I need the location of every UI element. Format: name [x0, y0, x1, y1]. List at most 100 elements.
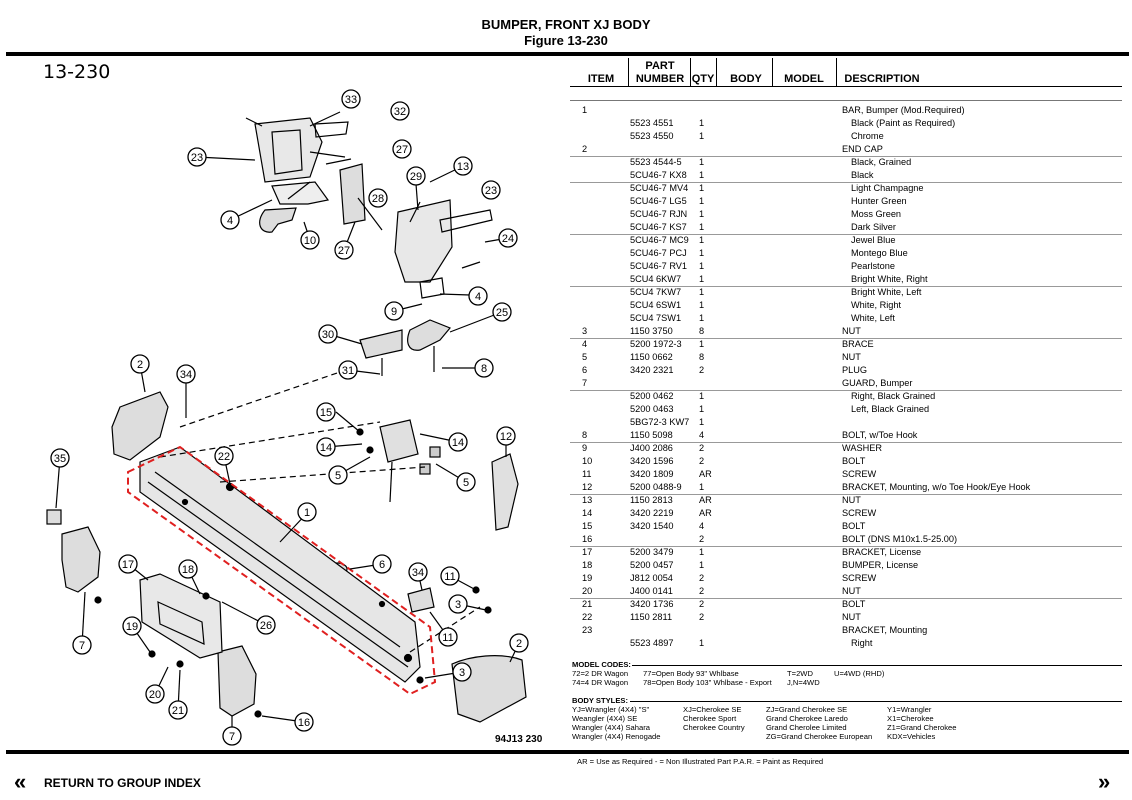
cell-part: 5523 4550	[630, 131, 674, 141]
cell-item: 23	[582, 625, 593, 635]
svg-text:4: 4	[475, 291, 481, 303]
cell-part: 3420 1596	[630, 456, 674, 466]
cell-qty: 2	[699, 573, 705, 583]
cell-part: J812 0054	[630, 573, 673, 583]
cell-part: 3420 1540	[630, 521, 674, 531]
cell-desc: Moss Green	[851, 209, 902, 219]
svg-text:28: 28	[372, 193, 384, 205]
cell-item: 15	[582, 521, 593, 531]
cell-qty: 1	[699, 300, 705, 310]
cell-qty: 1	[699, 183, 705, 193]
double-chevron-left-icon[interactable]: «	[14, 769, 27, 794]
cell-qty: AR	[699, 469, 712, 479]
cell-qty: 1	[699, 560, 705, 570]
cell-qty: 8	[699, 326, 705, 336]
cell-desc: SCREW	[842, 508, 877, 518]
cell-desc: Montego Blue	[851, 248, 908, 258]
cell-desc: NUT	[842, 586, 861, 596]
cell-part: 5CU46-7 KS7	[630, 222, 687, 232]
model-codes-text: 78=Open Body 103" Whlbase - Export	[643, 678, 772, 687]
cell-desc: White, Left	[851, 313, 895, 323]
cell-part: 5CU4 6SW1	[630, 300, 682, 310]
svg-text:24: 24	[502, 233, 514, 245]
cell-part: 1150 2813	[630, 495, 673, 505]
svg-text:5: 5	[335, 470, 341, 482]
cell-part: 5200 1972-3	[630, 339, 682, 349]
cell-desc: NUT	[842, 326, 861, 336]
body-styles-text: Cherokee Country	[683, 723, 745, 732]
cell-item: 13	[582, 495, 593, 505]
cell-desc: Black	[851, 170, 874, 180]
callout-6: 6	[372, 554, 392, 574]
cell-desc: BOLT, w/Toe Hook	[842, 430, 918, 440]
cell-item: 3	[582, 326, 588, 336]
col-part-line2: NUMBER	[635, 73, 685, 85]
cell-part: 5CU4 6KW7	[630, 274, 682, 284]
cell-qty: 8	[699, 352, 705, 362]
cell-qty: 1	[699, 417, 705, 427]
svg-text:10: 10	[304, 235, 316, 247]
figure-title: Figure 13-230	[524, 33, 608, 48]
model-codes-text: 77=Open Body 93" Whlbase	[643, 669, 739, 678]
cell-part: 5CU46-7 MV4	[630, 183, 689, 193]
figure-number: 13-230	[43, 61, 111, 83]
callout-14: 14	[448, 432, 468, 452]
cell-item: 19	[582, 573, 593, 583]
cell-desc: NUT	[842, 352, 861, 362]
body-styles-text: Wrangler (4X4) Renogade	[572, 732, 661, 741]
return-to-group-index-link[interactable]: RETURN TO GROUP INDEX	[44, 776, 201, 790]
cell-item: 6	[582, 365, 588, 375]
callout-17: 17	[118, 554, 138, 574]
callout-29: 29	[406, 166, 426, 186]
body-styles-text: ZJ=Grand Cherokee SE	[766, 705, 848, 714]
cell-qty: 1	[699, 261, 705, 271]
svg-text:14: 14	[320, 442, 332, 454]
cell-qty: 4	[699, 430, 705, 440]
cell-part: 5523 4544-5	[630, 157, 682, 167]
body-styles-text: ZG=Grand Cherokee European	[766, 732, 873, 741]
cell-item: 11	[582, 469, 592, 479]
cell-part: J400 2086	[630, 443, 673, 453]
svg-text:30: 30	[322, 329, 334, 341]
callout-14: 14	[316, 437, 336, 457]
svg-text:23: 23	[191, 152, 203, 164]
cell-item: 7	[582, 378, 588, 388]
callout-26: 26	[256, 615, 276, 635]
svg-text:3: 3	[459, 667, 465, 679]
double-chevron-right-icon[interactable]: »	[1098, 769, 1111, 794]
cell-desc: White, Right	[851, 300, 902, 310]
cell-item: 21	[582, 599, 593, 609]
cell-desc: Left, Black Grained	[851, 404, 930, 414]
cell-part: 3420 1736	[630, 599, 674, 609]
callout-11: 11	[440, 566, 460, 586]
model-codes-text: J,N=4WD	[787, 678, 820, 687]
callout-19: 19	[122, 616, 142, 636]
callout-24: 24	[498, 228, 518, 248]
cell-part: 5CU46-7 RV1	[630, 261, 688, 271]
legend-text: AR = Use as Required - = Non Illustrated…	[577, 757, 824, 766]
cell-qty: 1	[699, 196, 705, 206]
svg-text:22: 22	[218, 451, 230, 463]
cell-qty: 2	[699, 586, 705, 596]
cell-item: 18	[582, 560, 593, 570]
callout-31: 31	[338, 360, 358, 380]
cell-item: 20	[582, 586, 593, 596]
callout-22: 22	[214, 446, 234, 466]
callout-21: 21	[168, 700, 188, 720]
callout-32: 32	[390, 101, 410, 121]
cell-item: 2	[582, 144, 588, 154]
cell-qty: AR	[699, 495, 712, 505]
cell-qty: 2	[699, 612, 705, 622]
callout-12: 12	[496, 426, 516, 446]
cell-desc: Right, Black Grained	[851, 391, 936, 401]
callout-20: 20	[145, 684, 165, 704]
cell-desc: Bright White, Right	[851, 274, 928, 284]
body-styles-text: Grand Cherokee Laredo	[766, 714, 848, 723]
cell-part: 5CU4 7SW1	[630, 313, 682, 323]
callout-11: 11	[438, 627, 458, 647]
body-styles-text: Z1=Grand Cherokee	[887, 723, 957, 732]
callout-23: 23	[481, 180, 501, 200]
cell-item: 16	[582, 534, 593, 544]
cell-part: 5CU46-7 PCJ	[630, 248, 687, 258]
cell-qty: 2	[699, 365, 705, 375]
